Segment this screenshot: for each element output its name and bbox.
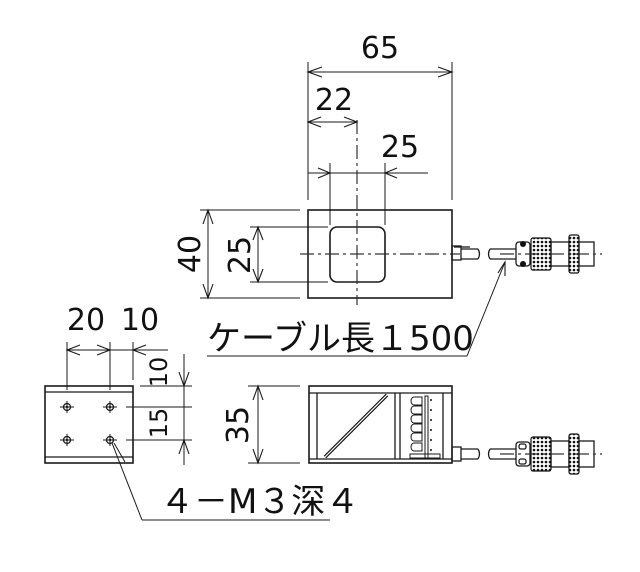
arrow-icon <box>437 66 454 78</box>
arrow-icon <box>202 283 214 300</box>
dim-25-v-label: 25 <box>223 236 258 274</box>
arrow-icon <box>96 344 112 356</box>
cable-break <box>487 448 491 460</box>
clamp-screw-icon <box>520 261 526 267</box>
arrow-icon <box>178 438 190 455</box>
dim-65-label: 65 <box>361 31 399 66</box>
cable-gland <box>451 446 462 462</box>
diagonal-mirror-inner <box>324 394 388 458</box>
cable-gland <box>451 245 462 261</box>
clamp-screw-icon <box>520 241 526 247</box>
clamp-slot-icon <box>518 458 527 465</box>
terminal-icon <box>410 396 423 406</box>
hole-icon <box>60 401 74 413</box>
hole-icon <box>103 434 117 446</box>
terminal-base <box>409 453 441 459</box>
leader-line <box>466 261 506 357</box>
dim-20-label: 20 <box>67 303 105 338</box>
side-view-body <box>308 385 453 464</box>
hole-icon <box>103 401 117 413</box>
hole-icon <box>60 434 74 446</box>
terminal-icon <box>410 414 423 424</box>
terminal-icon <box>410 432 423 442</box>
terminal-icon <box>410 423 423 433</box>
arrow-icon <box>252 448 264 465</box>
arrow-icon <box>306 66 323 78</box>
dim-10-v-label: 10 <box>145 357 173 388</box>
arrow-icon <box>306 116 322 128</box>
connector-top <box>500 234 602 274</box>
cable-break <box>477 448 481 460</box>
arrow-icon <box>343 116 359 128</box>
hole-note: ４－M３深４ <box>160 482 359 522</box>
arrow-icon <box>497 260 506 276</box>
cable-length-note: ケーブル長１500 <box>207 319 474 359</box>
dim-15-label: 15 <box>145 408 173 439</box>
cable-break <box>477 248 481 260</box>
terminal-rail <box>424 395 429 459</box>
arrow-icon <box>252 384 264 401</box>
top-view: 65 22 25 40 25 <box>173 31 602 359</box>
side-view: 35 <box>221 384 602 475</box>
arrow-icon <box>202 208 214 225</box>
dim-35-label: 35 <box>221 406 256 444</box>
connector-side <box>500 433 602 475</box>
arrow-icon <box>65 344 81 356</box>
dim-25-h-label: 25 <box>381 130 419 165</box>
leader-arrow <box>113 442 126 463</box>
terminal-stack <box>409 395 441 459</box>
terminal-icon <box>410 442 423 452</box>
clamp-slot-icon <box>518 443 527 450</box>
dim-40-label: 40 <box>173 235 208 273</box>
leader-line <box>111 442 143 521</box>
mounting-holes <box>60 401 117 446</box>
cable-break <box>487 248 491 260</box>
arrow-icon <box>178 371 190 388</box>
dim-22-label: 22 <box>315 83 353 118</box>
terminal-icon <box>410 405 423 415</box>
arrow-icon <box>252 225 264 241</box>
end-view: 20 10 10 15 ４－M３深４ <box>44 303 359 522</box>
end-view-body <box>44 385 134 464</box>
arrow-icon <box>252 268 264 284</box>
arrow-icon <box>131 344 147 356</box>
arrow-icon <box>383 167 398 179</box>
dim-10-h-label: 10 <box>121 303 159 338</box>
arrow-icon <box>317 167 332 179</box>
